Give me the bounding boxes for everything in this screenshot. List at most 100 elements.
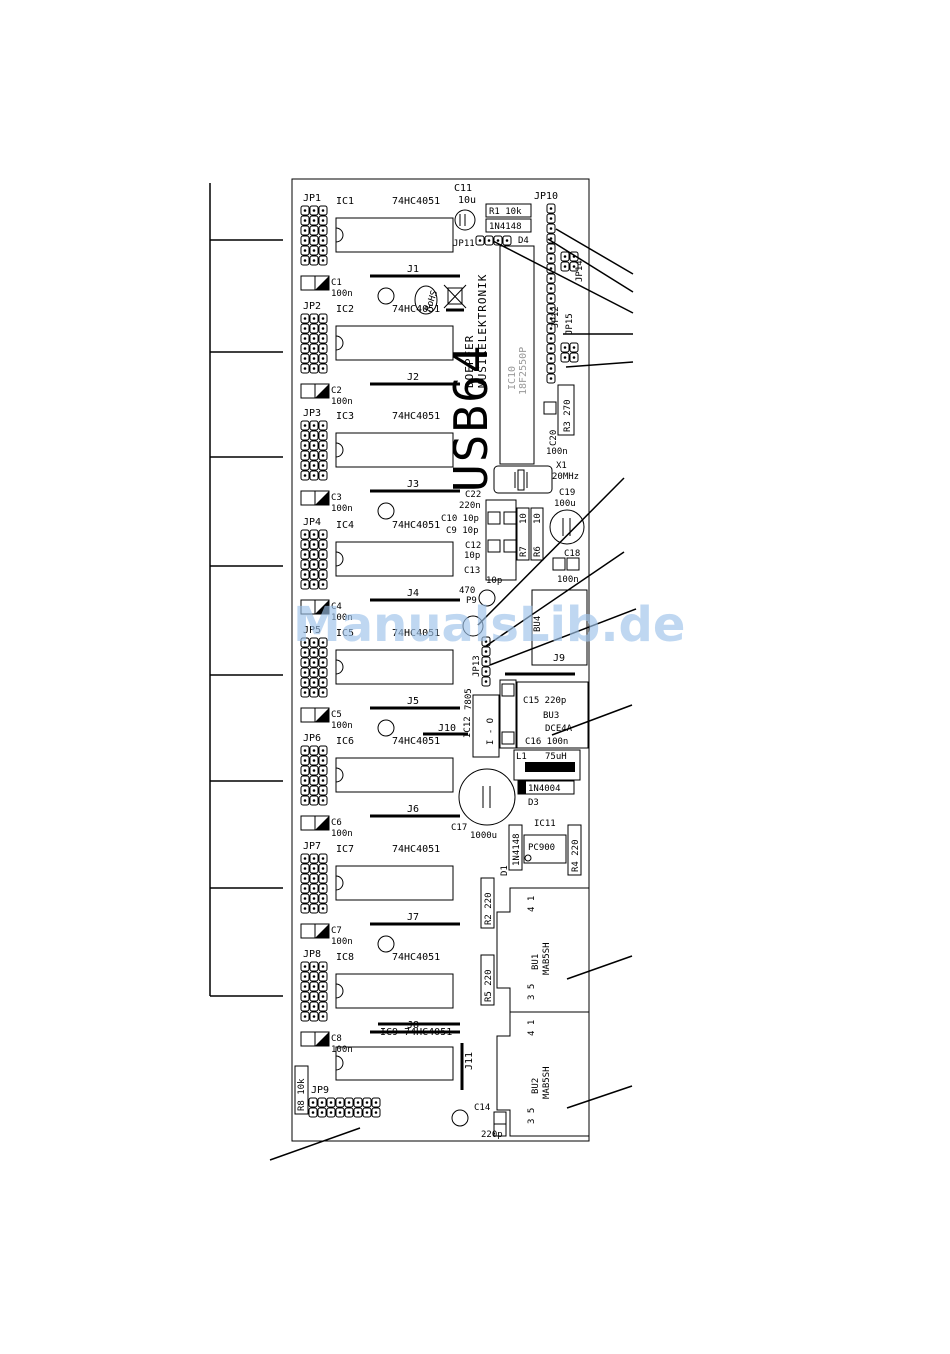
weee-bin-icon	[443, 284, 467, 312]
jumper-label: J2	[407, 372, 419, 383]
jp11-header	[475, 235, 512, 246]
jp9-pin-grid	[308, 1097, 381, 1118]
ic10-type: 18F2550P	[518, 347, 529, 395]
cap-value: 100n	[331, 613, 353, 623]
ic-type-label: 74HC4051	[392, 628, 440, 639]
cap-value: 100n	[331, 1045, 353, 1055]
jp-header	[300, 853, 328, 914]
jp-header	[300, 205, 328, 266]
jumper-label: J3	[407, 479, 419, 490]
power-area: IC12 7805 I - O J10 C15 220p BU3 DCE4A C…	[423, 679, 589, 841]
cap-label: C3	[331, 493, 342, 503]
ic-label: IC3	[336, 411, 354, 422]
c11-value: 10u	[458, 195, 476, 206]
c16-label: C16 100n	[525, 737, 568, 747]
c17-label: C17	[451, 823, 467, 833]
bu4-label: BU4	[533, 616, 543, 632]
x1-label: X1	[556, 461, 567, 471]
d4-part-label: 1N4148	[489, 222, 522, 232]
cap-label: C5	[331, 710, 342, 720]
cap-value: 100n	[331, 504, 353, 514]
l1-label: L1	[516, 752, 527, 762]
crystal-x1: X1 20MHz	[493, 461, 579, 494]
cap-label: C4	[331, 602, 342, 612]
ic10-microcontroller: IC10 18F2550P	[499, 245, 535, 465]
c15-label: C15 220p	[523, 696, 566, 706]
jumper-label: J6	[407, 804, 419, 815]
jp13-pin-grid	[481, 636, 491, 687]
c13-value: 10p	[486, 576, 502, 586]
ic-body	[335, 325, 454, 361]
cap-value: 100n	[331, 721, 353, 731]
r6-label: R6	[533, 546, 543, 557]
c17-value: 1000u	[470, 831, 497, 841]
r8-label: R8 10k	[297, 1078, 307, 1111]
r4-label: R4 220	[571, 839, 581, 872]
c18-label: C18	[564, 549, 580, 559]
ic12-label: IC12	[463, 716, 473, 738]
ic-body	[335, 757, 454, 793]
cap-pad	[300, 383, 316, 399]
ic-type-label: 74HC4051	[392, 304, 440, 315]
bu3-type: DCE4A	[545, 724, 573, 734]
ic-body	[335, 649, 454, 685]
c9-label: C9 10p	[446, 526, 479, 536]
p9-value: 470	[459, 586, 475, 596]
jp-label: JP6	[303, 733, 321, 744]
jp11-label: JP11	[453, 239, 475, 249]
jp-label: JP4	[303, 517, 321, 528]
jp-header	[300, 961, 328, 1022]
jumper-label: J5	[407, 696, 419, 707]
mounting-hole	[377, 719, 395, 737]
p9-label: P9	[466, 596, 477, 606]
c18-value: 100n	[557, 575, 579, 585]
jp10-label: JP10	[534, 191, 558, 202]
c20-label: C20	[549, 430, 559, 446]
d1-label: D1	[500, 865, 510, 876]
jp-header	[300, 313, 328, 374]
jp-label: JP2	[303, 301, 321, 312]
bu1-label: BU1	[531, 954, 541, 970]
c11-label: C11	[454, 183, 472, 194]
j9-label: J9	[553, 653, 565, 664]
bu2-pins-top: 4 1	[527, 1020, 537, 1036]
jp13-header	[481, 636, 491, 687]
bu3-label: BU3	[543, 711, 559, 721]
ic-label: IC1	[336, 196, 354, 207]
cap-label: C7	[331, 926, 342, 936]
ic11-type: PC900	[528, 843, 555, 853]
x1-value: 20MHz	[552, 472, 579, 482]
r2-label: R2 220	[484, 892, 494, 925]
cap-label: C2	[331, 386, 342, 396]
jp-header	[300, 745, 328, 806]
jp13-label: JP13	[472, 655, 482, 677]
jumper-label: J1	[407, 264, 419, 275]
jumper-label: J7	[407, 912, 419, 923]
jp10-header	[546, 203, 579, 384]
ic-label: IC4	[336, 520, 354, 531]
jp15-pin-grid	[560, 342, 579, 363]
ic-body	[335, 541, 454, 577]
bu2-pins-bottom: 3 5	[527, 1108, 537, 1124]
jp14-pin-grid	[560, 251, 579, 272]
cap-pad	[300, 707, 316, 723]
cap-pad	[300, 275, 316, 291]
j10-label: J10	[438, 723, 456, 734]
cap-value: 100n	[331, 397, 353, 407]
jp-label: JP8	[303, 949, 321, 960]
ic11-label: IC11	[534, 819, 556, 829]
jp11-pin-grid	[475, 235, 512, 246]
ic-label: IC8	[336, 952, 354, 963]
c14-value: 220p	[481, 1130, 503, 1140]
r1-label: R1 10k	[489, 207, 522, 217]
ic-label: IC6	[336, 736, 354, 747]
jp-header	[300, 420, 328, 481]
c13-label: C13	[464, 566, 480, 576]
